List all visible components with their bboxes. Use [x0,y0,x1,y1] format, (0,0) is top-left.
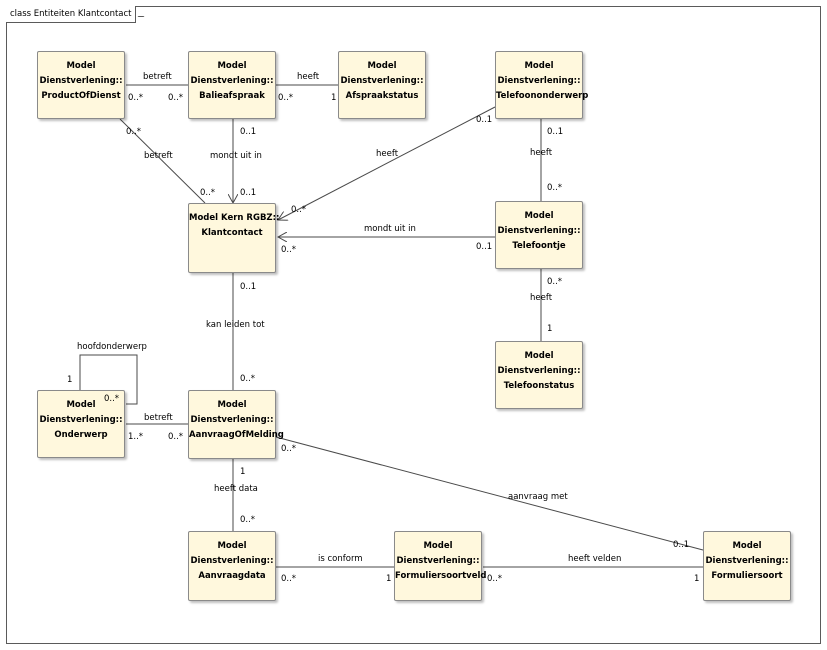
assoc-name: mondt uit in [210,151,262,161]
class-stereo: Model [66,61,96,71]
class-telefoonstatus[interactable]: Model Dienstverlening:: Telefoonstatus [495,341,583,409]
class-telefoononderwerp[interactable]: Model Dienstverlening:: Telefoononderwer… [495,51,589,119]
multiplicity: 0..* [547,183,563,193]
assoc-name: heeft [297,72,320,82]
class-package: Dienstverlening:: [396,556,480,566]
class-stereo: Model [66,400,96,410]
assoc-name: betreft [144,151,173,161]
class-stereo: Model [732,541,762,551]
assoc-name: heeft data [214,484,258,494]
assoc-aanvraag-formuliersoort [275,436,704,551]
class-name: Telefoontje [512,241,566,251]
multiplicity: 1 [694,574,700,584]
class-package: Model Kern RGBZ:: [189,213,280,223]
class-formuliersoortveld[interactable]: Model Dienstverlening:: Formuliersoortve… [394,531,487,601]
assoc-name: heeft [530,293,553,303]
class-package: Dienstverlening:: [340,76,424,86]
assoc-name: betreft [143,72,172,82]
class-stereo: Model [524,61,554,71]
class-name: AanvraagOfMelding [189,430,284,440]
multiplicity: 0..1 [547,127,564,137]
class-productofdienst[interactable]: Model Dienstverlening:: ProductOfDienst [37,51,125,119]
class-package: Dienstverlening:: [39,76,123,86]
assoc-name: heeft [376,149,399,159]
class-stereo: Model [217,61,247,71]
class-stereo: Model [217,400,247,410]
class-package: Dienstverlening:: [705,556,789,566]
assoc-product-klantcontact [119,118,206,204]
class-package: Dienstverlening:: [497,76,581,86]
class-formuliersoort[interactable]: Model Dienstverlening:: Formuliersoort [703,531,791,601]
class-name: Formuliersoortveld [395,571,487,581]
assoc-name: aanvraag met [508,492,568,502]
multiplicity: 0..1 [240,127,257,137]
multiplicity: 0..* [281,444,297,454]
class-package: Dienstverlening:: [190,76,274,86]
class-afspraakstatus[interactable]: Model Dienstverlening:: Afspraakstatus [338,51,426,119]
class-stereo: Model [524,351,554,361]
multiplicity: 0..* [278,93,294,103]
multiplicity: 0..* [200,188,216,198]
multiplicity: 0..* [240,374,256,384]
class-name: Telefoononderwerp [496,91,589,101]
class-package: Dienstverlening:: [190,415,274,425]
class-package: Dienstverlening:: [497,366,581,376]
class-aanvraagofmelding[interactable]: Model Dienstverlening:: AanvraagOfMeldin… [188,390,284,459]
class-telefoontje[interactable]: Model Dienstverlening:: Telefoontje [495,201,583,269]
multiplicity: 0..1 [240,188,257,198]
class-name: Telefoonstatus [503,381,575,391]
class-balieafspraak[interactable]: Model Dienstverlening:: Balieafspraak [188,51,276,119]
class-name: Afspraakstatus [345,91,419,101]
class-name: Klantcontact [201,228,263,238]
diagram-title: class Entiteiten Klantcontact [6,6,136,23]
class-stereo: Model [423,541,453,551]
multiplicity: 1 [331,93,337,103]
multiplicity: 0..1 [240,282,257,292]
class-stereo: Model [524,211,554,221]
class-package: Dienstverlening:: [39,415,123,425]
class-stereo: Model [367,61,397,71]
multiplicity: 1..* [128,432,144,442]
class-klantcontact[interactable]: Model Kern RGBZ:: Klantcontact [188,203,280,273]
assoc-telonderwerp-klantcontact [278,106,496,220]
multiplicity: 0..1 [673,540,690,550]
multiplicity: 1 [386,574,392,584]
multiplicity: 0..* [281,245,297,255]
assoc-name: heeft velden [568,554,622,564]
assoc-name: mondt uit in [364,224,416,234]
multiplicity: 0..* [168,93,184,103]
multiplicity: 0..* [128,93,144,103]
assoc-name: kan leiden tot [206,320,265,330]
class-onderwerp[interactable]: Model Dienstverlening:: Onderwerp [37,390,125,458]
assoc-name: heeft [530,148,553,158]
class-name: Onderwerp [54,430,108,440]
multiplicity: 0..* [547,277,563,287]
multiplicity: 0..* [104,394,120,404]
class-aanvraagdata[interactable]: Model Dienstverlening:: Aanvraagdata [188,531,276,601]
multiplicity: 1 [67,375,73,385]
class-package: Dienstverlening:: [190,556,274,566]
multiplicity: 0..* [487,574,503,584]
multiplicity: 0..* [126,127,142,137]
class-name: ProductOfDienst [41,91,121,101]
class-package: Dienstverlening:: [497,226,581,236]
multiplicity: 0..1 [476,115,493,125]
class-name: Balieafspraak [199,91,265,101]
multiplicity: 0..1 [476,242,493,252]
assoc-name: betreft [144,413,173,423]
class-name: Formuliersoort [711,571,783,581]
multiplicity: 0..* [168,432,184,442]
multiplicity: 0..* [281,574,297,584]
class-stereo: Model [217,541,247,551]
assoc-onderwerp-self [79,354,138,405]
multiplicity: 0..* [291,205,307,215]
assoc-name: is conform [318,554,363,564]
assoc-name: hoofdonderwerp [77,342,147,352]
multiplicity: 1 [240,467,246,477]
multiplicity: 0..* [240,515,256,525]
class-name: Aanvraagdata [198,571,266,581]
multiplicity: 1 [547,324,553,334]
